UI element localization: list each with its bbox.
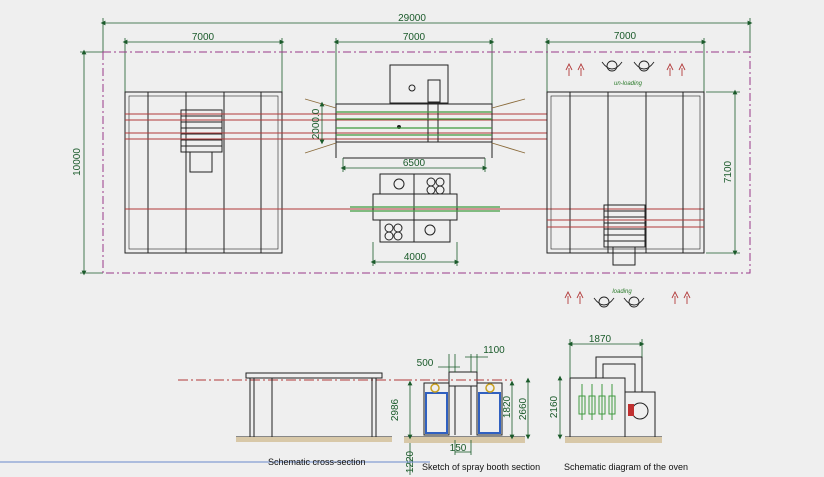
dim-lower-booth: [370, 242, 460, 266]
dim-booth-height-right: 2660: [518, 397, 529, 420]
loading-workers: [564, 290, 691, 308]
dim-booth-height-left: 2986: [390, 398, 401, 421]
spray-booth-ground: [404, 437, 525, 443]
lower-booth-green-lines: [350, 206, 500, 212]
dim-right-room: [544, 38, 707, 92]
oven-racks: [578, 384, 616, 420]
dim-right-room-height: [706, 89, 740, 256]
dim-right-room-height-label: 7100: [723, 160, 734, 183]
dim-overall-width-label: 29000: [398, 13, 426, 24]
dim-booth-top-b: 1100: [483, 345, 505, 356]
dim-overall-height-label: 10000: [72, 148, 83, 176]
site-boundary: [102, 51, 751, 274]
dim-booth-pit-width: 150: [450, 443, 467, 454]
dim-overall-height: [80, 49, 103, 276]
dim-spray-booth-label: 7000: [403, 32, 426, 43]
dim-booth-inner-label: 6500: [403, 158, 426, 169]
dim-booth-height-inner: 1820: [502, 395, 513, 418]
dim-spray-booth: [333, 38, 495, 104]
loading-label: loading: [612, 289, 632, 295]
caption-spray-booth-section: Sketch of spray booth section: [422, 462, 540, 472]
dim-left-room-label: 7000: [192, 32, 215, 43]
oven-dims: [557, 339, 645, 440]
lower-spray-booths: [372, 173, 458, 243]
unloading-label: un-loading: [614, 81, 643, 87]
dim-oven-width: 1870: [589, 334, 612, 345]
dim-left-room: [122, 38, 285, 92]
cross-section-drawing: [178, 372, 402, 438]
dim-booth-inner: [340, 158, 488, 172]
oven-burner: [628, 404, 634, 416]
dim-overall-width: [100, 18, 753, 52]
oven-drawing: [565, 356, 662, 438]
dim-right-room-label: 7000: [614, 31, 637, 42]
caption-cross-section: Schematic cross-section: [268, 457, 366, 467]
spray-booth-dims: [407, 354, 531, 475]
cross-section-ground: [236, 437, 392, 442]
dim-oven-height: 2160: [549, 395, 560, 418]
dim-booth-top-a: 500: [417, 358, 434, 369]
right-room-frame: [546, 91, 705, 266]
dim-booth-depth-label: 2000.0: [311, 108, 322, 139]
dim-lower-booth-label: 4000: [404, 252, 427, 263]
conveyor-lines-right: [547, 219, 704, 228]
spray-booth-fans: [430, 383, 495, 393]
left-room-frame: [124, 91, 283, 254]
unloading-workers: [565, 60, 686, 76]
caption-oven: Schematic diagram of the oven: [564, 462, 688, 472]
spray-booth-plan: [335, 64, 493, 159]
oven-ground: [565, 437, 662, 443]
spray-booth-blue-frames: [425, 392, 501, 434]
spray-booth-green-lines: [336, 111, 492, 136]
